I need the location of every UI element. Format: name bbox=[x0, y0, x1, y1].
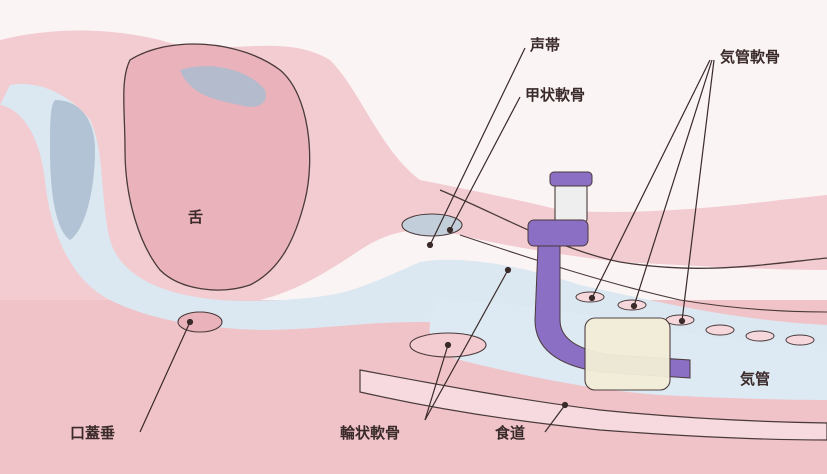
label-tracheal-cartilage: 気管軟骨 bbox=[720, 50, 780, 65]
tube-cuff bbox=[585, 318, 670, 390]
epiglottis-shape bbox=[178, 312, 222, 332]
label-epiglottis: 口蓋垂 bbox=[70, 426, 115, 441]
label-vocal-cords: 声帯 bbox=[530, 38, 560, 53]
label-thyroid-cartilage: 甲状軟骨 bbox=[525, 88, 585, 103]
label-tongue: 舌 bbox=[188, 210, 203, 225]
label-cricoid-cartilage: 輪状軟骨 bbox=[340, 426, 400, 441]
label-esophagus: 食道 bbox=[495, 426, 525, 441]
label-trachea: 気管 bbox=[740, 372, 770, 387]
